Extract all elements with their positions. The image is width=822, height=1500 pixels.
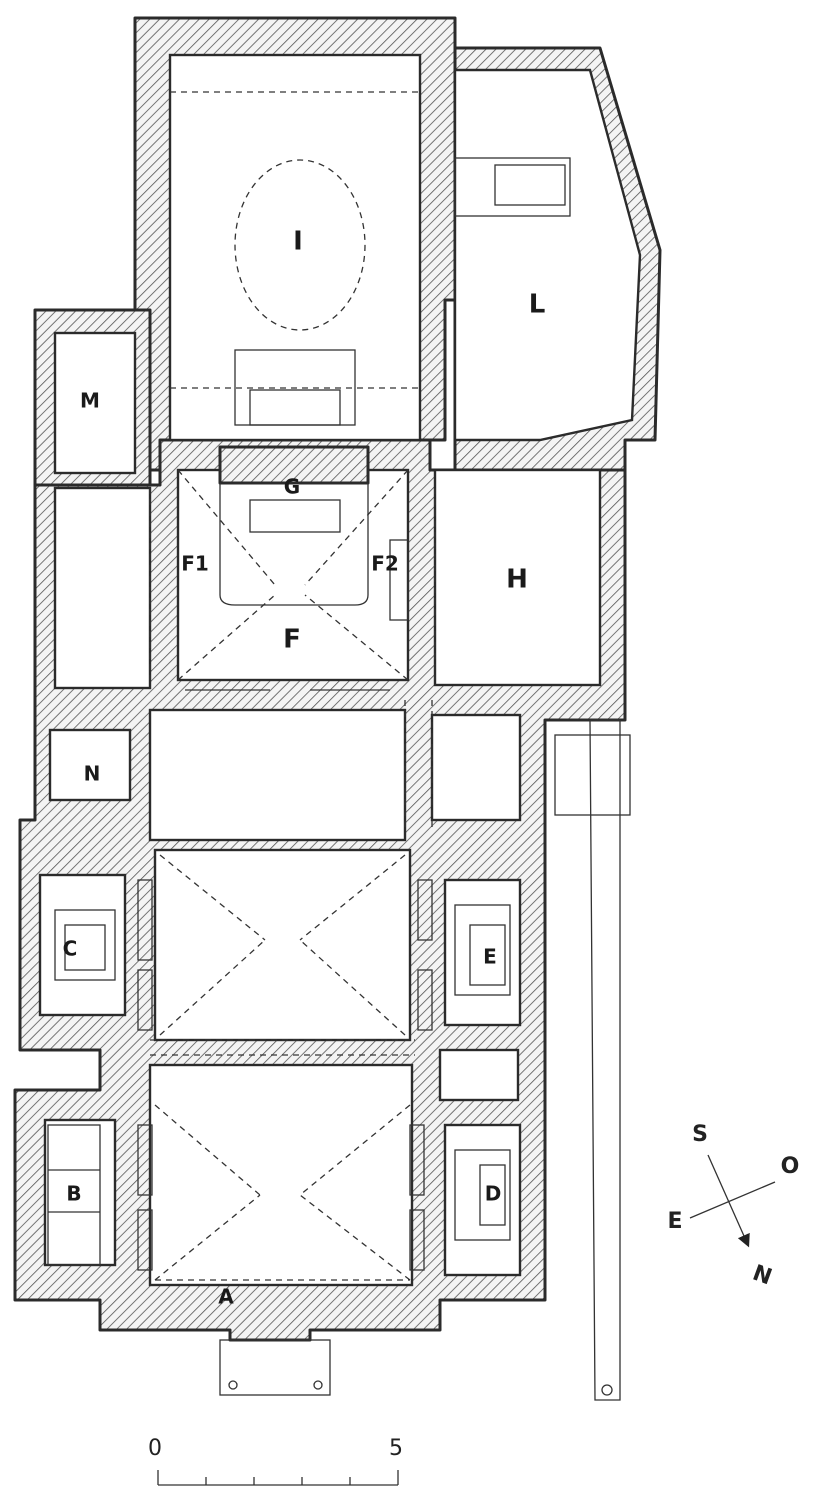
room-label-n: N (84, 762, 101, 786)
room-n (48, 728, 132, 802)
room-vestibule (148, 708, 407, 842)
room-right-small (438, 1048, 520, 1102)
room-nave-upper (153, 848, 412, 1042)
details (47, 91, 631, 1401)
room-label-f: F (283, 625, 301, 655)
room-m (53, 331, 137, 475)
room-labels: I L M G F1 F2 F H N C E B D A (63, 227, 546, 1309)
altar-g (218, 445, 370, 485)
room-e (443, 878, 522, 1027)
compass-west: O (781, 1154, 800, 1179)
room-label-m: M (80, 389, 100, 413)
room-i (168, 53, 422, 442)
room-b (43, 1118, 117, 1267)
room-label-d: D (485, 1182, 502, 1206)
room-label-b: B (66, 1182, 81, 1206)
entrance-steps (219, 1339, 331, 1396)
room-label-i: I (293, 227, 303, 257)
room-left-side (53, 486, 152, 690)
compass-south: S (692, 1122, 708, 1147)
room-c (38, 873, 127, 1017)
compass-east: E (667, 1209, 682, 1234)
oval-outline (234, 159, 366, 331)
room-label-f2: F2 (371, 552, 399, 576)
scale-start-label: 0 (148, 1436, 162, 1461)
room-label-f1: F1 (181, 552, 209, 576)
compass-north: N (749, 1261, 775, 1291)
scale-bar: 0 5 (148, 1436, 403, 1486)
room-label-l: L (529, 290, 546, 320)
room-l (453, 68, 642, 442)
scale-end-label: 5 (389, 1436, 403, 1461)
room-label-g: G (284, 475, 300, 499)
room-d (443, 1123, 522, 1277)
room-f (176, 468, 410, 682)
side-ramp (589, 719, 621, 1401)
room-label-h: H (506, 565, 528, 595)
rooms (38, 53, 642, 1287)
room-right-passage (430, 713, 522, 822)
room-label-a: A (218, 1285, 234, 1309)
room-h (433, 468, 602, 687)
compass: S O E N (667, 1122, 799, 1290)
room-label-e: E (483, 945, 497, 969)
room-label-c: C (63, 937, 78, 961)
